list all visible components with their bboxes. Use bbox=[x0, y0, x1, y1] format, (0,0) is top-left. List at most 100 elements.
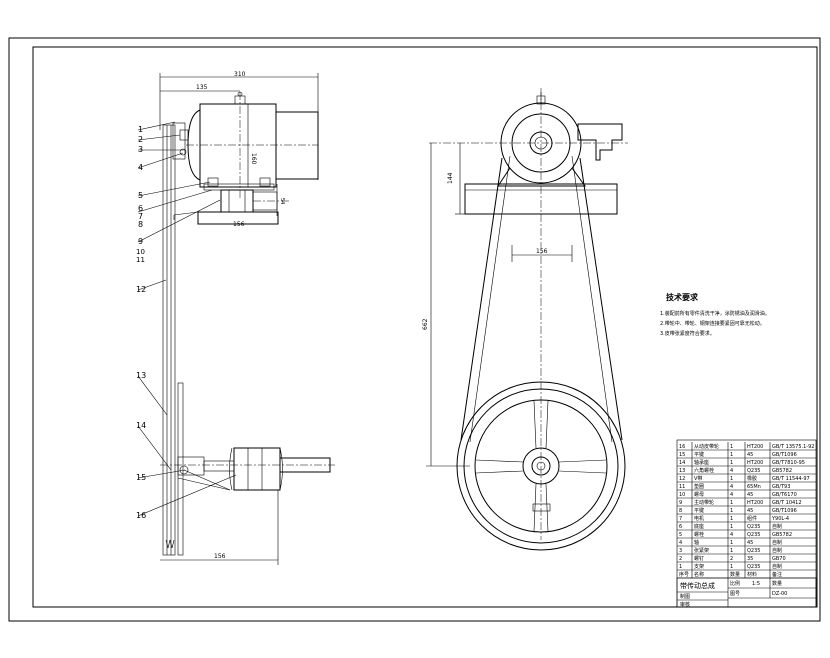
balloon-leaders bbox=[137, 121, 237, 517]
bom-cell-mat: Q235 bbox=[747, 564, 760, 570]
bom-cell-mat: 45 bbox=[747, 508, 753, 514]
bom-cell-std: 自制 bbox=[772, 547, 782, 554]
bom-cell-no: 15 bbox=[679, 452, 685, 458]
bom-cell-qty: 4 bbox=[730, 468, 733, 474]
dim-pulley: 156 bbox=[536, 248, 548, 255]
bom-cell-qty: 1 bbox=[730, 476, 733, 482]
belt-side bbox=[162, 124, 176, 556]
bom-cell-qty: 4 bbox=[730, 492, 733, 498]
bom-cell-name: 垫圈 bbox=[694, 483, 704, 490]
balloon-8: 8 bbox=[138, 220, 143, 229]
bom-cell-std: GB/T6170 bbox=[772, 492, 797, 498]
balloon-10: 10 bbox=[136, 248, 145, 256]
bom-cell-std: GB/T 11544-97 bbox=[772, 476, 810, 482]
dim-height: 160 bbox=[250, 153, 257, 165]
motor-body bbox=[199, 103, 277, 188]
balloon-16: 16 bbox=[136, 511, 146, 520]
front-view: 144 156 662 bbox=[422, 88, 628, 551]
bom-cell-qty: 数量 bbox=[730, 571, 740, 578]
bom-cell-no: 16 bbox=[679, 444, 685, 450]
bom-cell-no: 13 bbox=[679, 468, 685, 474]
balloon-2: 2 bbox=[138, 135, 143, 144]
note-line-3: 3.皮带张紧度符合要求。 bbox=[660, 330, 715, 337]
bom-cell-name: 六角螺栓 bbox=[694, 467, 714, 474]
bom-cell-std: Y90L-4 bbox=[771, 516, 789, 522]
label-draw: 制图 bbox=[680, 593, 690, 600]
bom-cell-name: 电机 bbox=[694, 515, 704, 522]
note-line-2: 2.带轮中、带轮、钢架连接要紧固可靠无松动。 bbox=[660, 320, 765, 327]
bom-cell-qty: 1 bbox=[730, 508, 733, 514]
bom-cell-mat: 45 bbox=[747, 492, 753, 498]
bom-cell-std: 备注 bbox=[772, 571, 782, 578]
bom-cell-no: 8 bbox=[679, 508, 682, 514]
balloon-6: 6 bbox=[138, 204, 143, 213]
side-view: 310 135 160 54 156 bbox=[159, 71, 335, 565]
dim-center: 662 bbox=[422, 318, 429, 330]
driven-pulley-side bbox=[233, 447, 281, 491]
bom-cell-no: 2 bbox=[679, 556, 682, 562]
balloon-labels: 1 2 3 4 5 6 7 8 9 10 11 12 13 14 15 16 bbox=[136, 125, 146, 520]
bom-cell-std: GB/T93 bbox=[772, 484, 790, 490]
notes-title: 技术要求 bbox=[666, 292, 699, 302]
balloon-11: 11 bbox=[136, 256, 145, 264]
bom-cell-mat: HT200 bbox=[747, 444, 763, 450]
bom-cell-qty: 1 bbox=[730, 548, 733, 554]
balloon-5: 5 bbox=[138, 191, 143, 200]
terminal-box bbox=[577, 123, 623, 161]
label-qty: 数量 bbox=[772, 580, 782, 587]
bom-cell-mat: HT200 bbox=[747, 460, 763, 466]
label-scale: 比例 bbox=[730, 580, 740, 587]
bom-cell-std: GB/T1096 bbox=[772, 452, 797, 458]
bom-cell-qty: 1 bbox=[730, 444, 733, 450]
bom-cell-std: GB/T1096 bbox=[772, 508, 797, 514]
balloon-13: 13 bbox=[136, 371, 146, 380]
dim-offset: 135 bbox=[196, 84, 208, 91]
bom-cell-mat: 65Mn bbox=[747, 484, 761, 490]
bom-cell-name: 张紧架 bbox=[694, 547, 709, 554]
bom-cell-no: 9 bbox=[679, 500, 682, 506]
bom-cell-std: GB5782 bbox=[772, 468, 792, 474]
balloon-3: 3 bbox=[138, 145, 143, 154]
bom-cell-qty: 1 bbox=[730, 452, 733, 458]
bom-cell-name: 平键 bbox=[694, 451, 704, 458]
motor-base bbox=[197, 211, 279, 225]
inner-border bbox=[32, 46, 818, 608]
bom-cell-name: 螺母 bbox=[694, 491, 704, 498]
bom-cell-no: 7 bbox=[679, 516, 682, 522]
bom-cell-mat: 45 bbox=[747, 540, 753, 546]
bom-cell-std: GB70 bbox=[772, 556, 786, 562]
dim-bottom: 156 bbox=[214, 553, 226, 560]
bom-cell-mat: 橡胶 bbox=[747, 475, 757, 482]
dim-shaft: 54 bbox=[279, 198, 285, 204]
bom-cell-no: 3 bbox=[679, 548, 682, 554]
bom-cell-no: 12 bbox=[679, 476, 685, 482]
bom-cell-name: 支架 bbox=[694, 563, 704, 570]
bom-cell-std: GB/T 13575.1-92 bbox=[772, 444, 814, 450]
bom-cell-mat: 35 bbox=[747, 556, 753, 562]
belt-left bbox=[460, 157, 503, 441]
bom-cell-name: 轴承座 bbox=[694, 459, 709, 466]
bom-cell-std: 自制 bbox=[772, 523, 782, 530]
balloon-4: 4 bbox=[138, 163, 143, 172]
bom-cell-mat: Q235 bbox=[747, 524, 760, 530]
bom-cell-no: 6 bbox=[679, 524, 682, 530]
bom-cell-name: 主动带轮 bbox=[694, 499, 714, 506]
balloon-14: 14 bbox=[136, 421, 146, 430]
